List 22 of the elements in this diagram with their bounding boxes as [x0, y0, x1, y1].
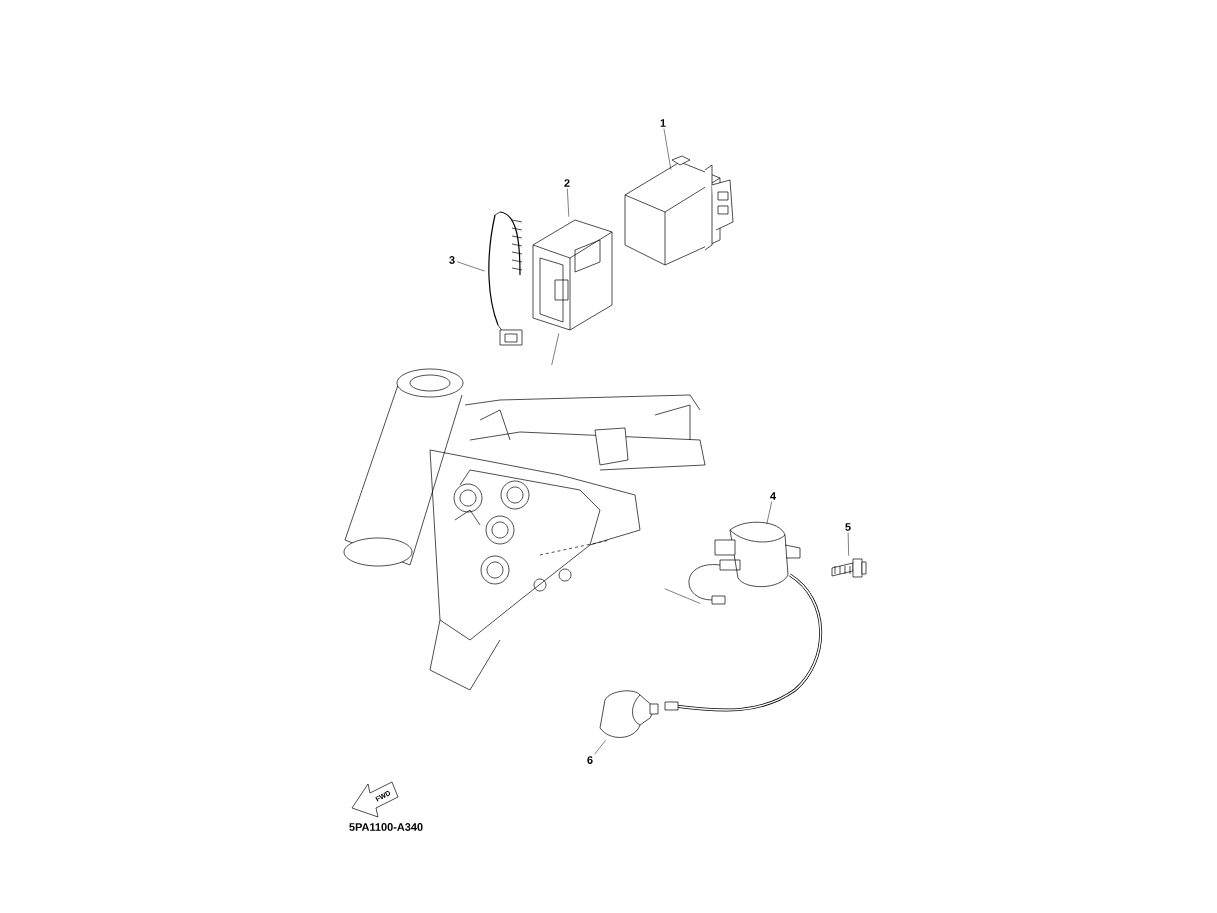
- assembly-line: [551, 333, 560, 366]
- leader-line: [766, 501, 772, 525]
- plug-cap-drawing: [599, 690, 659, 738]
- ignition-coil-drawing: [664, 521, 823, 712]
- assembly-line: [664, 588, 701, 604]
- control-unit-drawing: [624, 155, 734, 266]
- frame-drawing: [343, 368, 706, 691]
- callout-number: 4: [770, 492, 776, 500]
- leader-line: [594, 740, 606, 755]
- callout-number: 3: [449, 256, 455, 264]
- callout-number: 1: [660, 119, 666, 127]
- leader-line: [567, 188, 570, 217]
- leader-line: [663, 128, 672, 170]
- callout-number: 6: [587, 756, 593, 764]
- unit-drawing: [532, 219, 613, 331]
- callout-number: 2: [564, 179, 570, 187]
- strap-drawing: [488, 211, 523, 346]
- bolt-drawing: [831, 558, 867, 578]
- callout-number: 5: [845, 523, 851, 531]
- leader-line: [456, 261, 485, 272]
- part-code: 5PA1100-A340: [349, 823, 423, 831]
- leader-line: [847, 532, 849, 556]
